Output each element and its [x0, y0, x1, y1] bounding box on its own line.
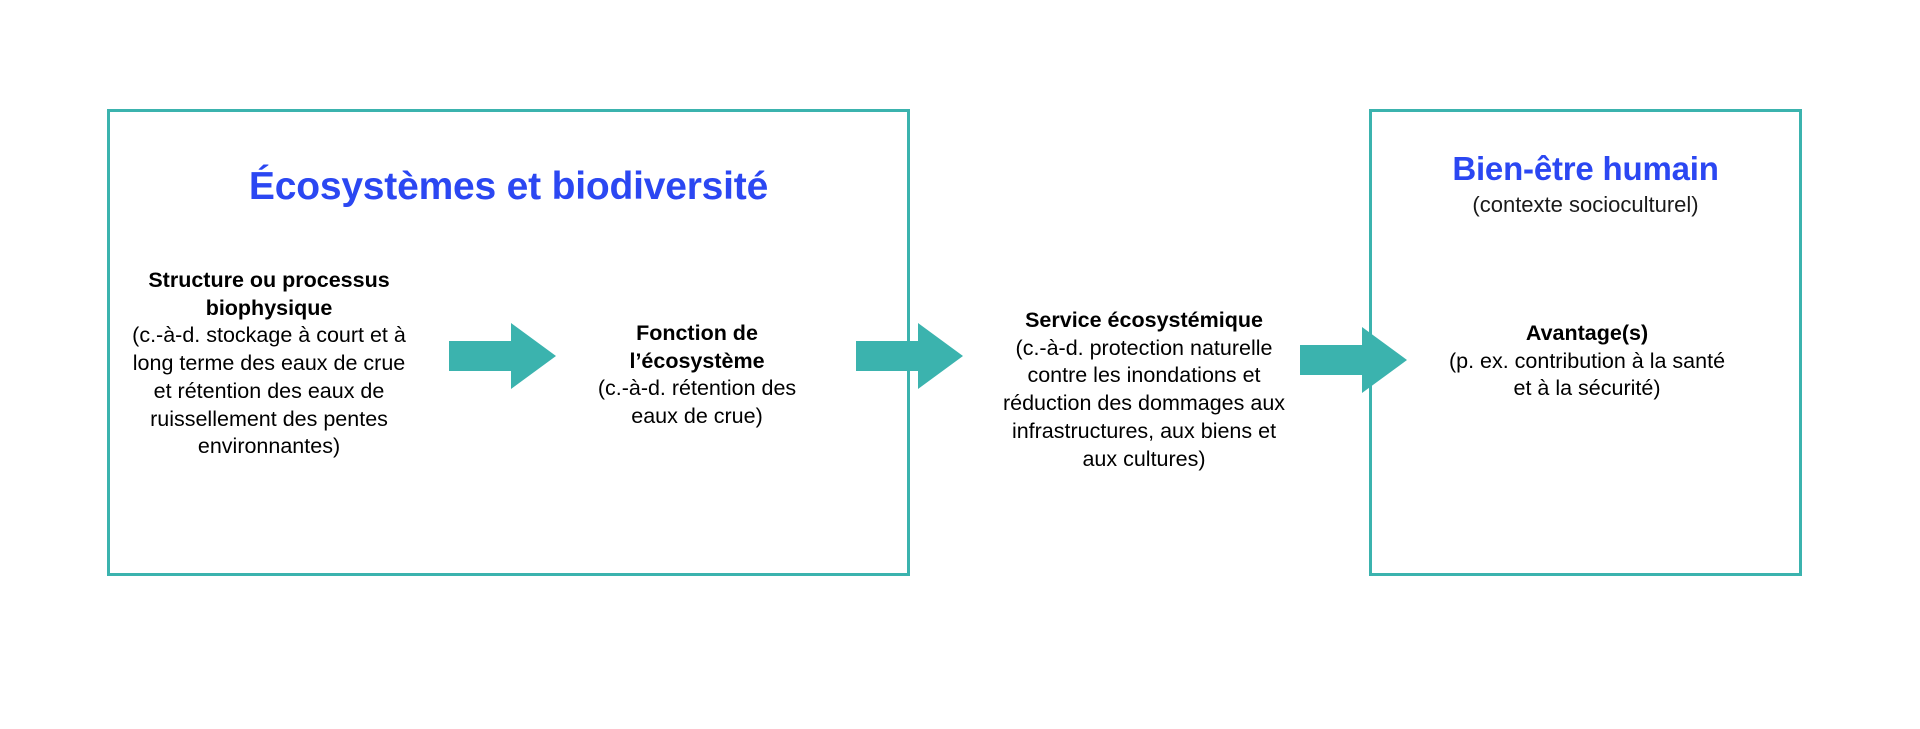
block-ecosystem-service-detail: (c.-à-d. protection naturelle contre les… [1002, 335, 1286, 471]
block-biophysical-structure-title: Structure ou processus biophysique [148, 268, 390, 320]
block-benefits: Avantage(s) (p. ex. contribution à la sa… [1447, 320, 1727, 403]
block-ecosystem-service-title: Service écosystémique [1025, 308, 1263, 332]
block-benefits-title: Avantage(s) [1525, 321, 1649, 345]
block-ecosystem-function-title: Fonction de l’écosystème [629, 321, 765, 373]
panel-wellbeing-subtitle: (contexte socioculturel) [1472, 192, 1699, 217]
block-ecosystem-function-detail: (c.-à-d. rétention des eaux de crue) [597, 376, 797, 429]
block-ecosystem-service: Service écosystémique (c.-à-d. protectio… [1000, 307, 1288, 473]
arrow-right-icon [449, 323, 556, 394]
panel-wellbeing-title: Bien-être humain [1452, 150, 1719, 187]
block-biophysical-structure: Structure ou processus biophysique (c.-à… [129, 267, 409, 461]
arrow-right-icon [856, 323, 963, 394]
block-benefits-detail: (p. ex. contribution à la santé et à la … [1448, 348, 1726, 401]
arrow-right-icon [1300, 327, 1407, 398]
block-biophysical-structure-detail: (c.-à-d. stockage à court et à long term… [132, 323, 406, 459]
panel-ecosystems-title: Écosystèmes et biodiversité [248, 165, 769, 208]
block-ecosystem-function: Fonction de l’écosystème (c.-à-d. rétent… [572, 320, 822, 431]
